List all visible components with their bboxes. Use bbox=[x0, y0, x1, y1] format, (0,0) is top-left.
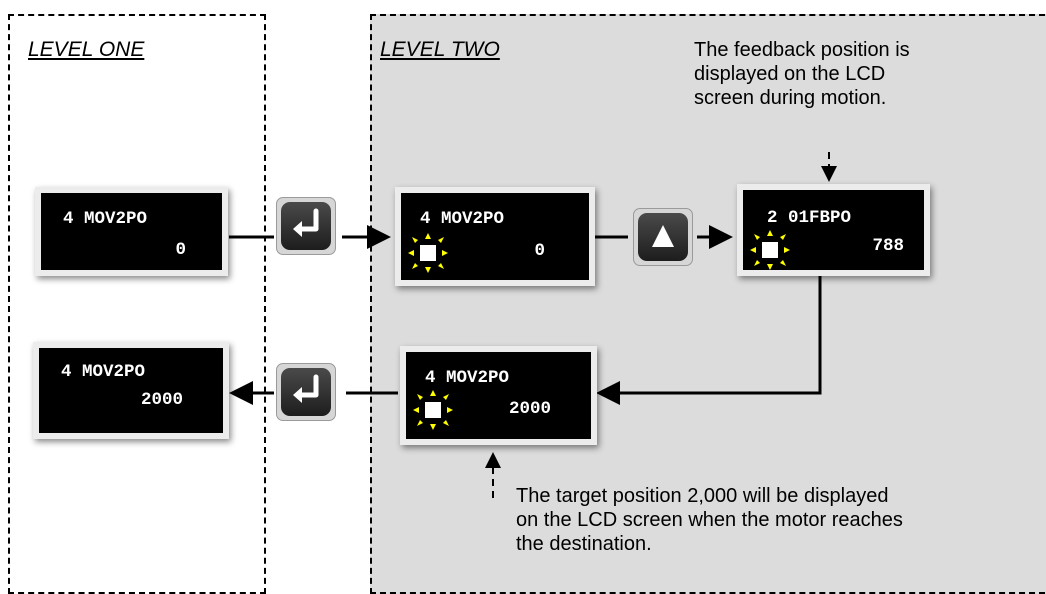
up-arrow-icon bbox=[652, 225, 674, 247]
target-note: The target position 2,000 will be displa… bbox=[516, 484, 903, 556]
lcd-screen-level-one-top: 4 MOV2PO 0 bbox=[35, 187, 228, 276]
lcd-line1: 4 MOV2PO bbox=[63, 209, 148, 229]
feedback-note-line: displayed on the LCD bbox=[694, 63, 886, 85]
level-one-title: LEVEL ONE bbox=[28, 38, 145, 61]
target-note-line: The target position 2,000 will be displa… bbox=[516, 485, 889, 507]
lcd-line1: 4 MOV2PO bbox=[420, 209, 505, 229]
enter-icon bbox=[293, 208, 319, 237]
enter-button[interactable] bbox=[276, 363, 336, 421]
blink-cursor-icon bbox=[408, 233, 448, 273]
enter-icon bbox=[293, 374, 319, 403]
lcd-screen-level-one-bottom: 4 MOV2PO 2000 bbox=[33, 342, 229, 439]
lcd-line2: 0 bbox=[534, 241, 545, 261]
arrow-l2b-to-l2c bbox=[596, 276, 822, 405]
lcd-screen-level-two-a: 4 MOV2PO 0 bbox=[395, 187, 595, 286]
lcd-line2: 0 bbox=[175, 240, 186, 260]
blink-cursor-icon bbox=[750, 230, 790, 270]
lcd-line2: 2000 bbox=[140, 390, 183, 410]
target-note-line: on the LCD screen when the motor reaches bbox=[516, 509, 903, 531]
lcd-screen-level-two-b: 2 01FBPO 788 bbox=[737, 184, 930, 276]
feedback-note: The feedback position is displayed on th… bbox=[694, 38, 910, 110]
level-one-region bbox=[8, 14, 266, 594]
enter-button[interactable] bbox=[276, 197, 336, 255]
level-two-region bbox=[370, 14, 1046, 594]
lcd-line2: 788 bbox=[872, 236, 904, 256]
level-two-title: LEVEL TWO bbox=[380, 38, 500, 61]
feedback-note-line: screen during motion. bbox=[694, 87, 887, 109]
lcd-line1: 2 01FBPO bbox=[767, 208, 852, 228]
lcd-screen-level-two-c: 4 MOV2PO 2000 bbox=[400, 346, 597, 445]
target-note-line: the destination. bbox=[516, 533, 652, 555]
blink-cursor-icon bbox=[413, 390, 453, 430]
lcd-line2: 2000 bbox=[508, 399, 551, 419]
lcd-line1: 4 MOV2PO bbox=[425, 368, 510, 388]
up-button[interactable] bbox=[633, 208, 693, 266]
feedback-note-line: The feedback position is bbox=[694, 39, 910, 61]
flow-arrows bbox=[229, 152, 837, 498]
lcd-line1: 4 MOV2PO bbox=[61, 362, 146, 382]
